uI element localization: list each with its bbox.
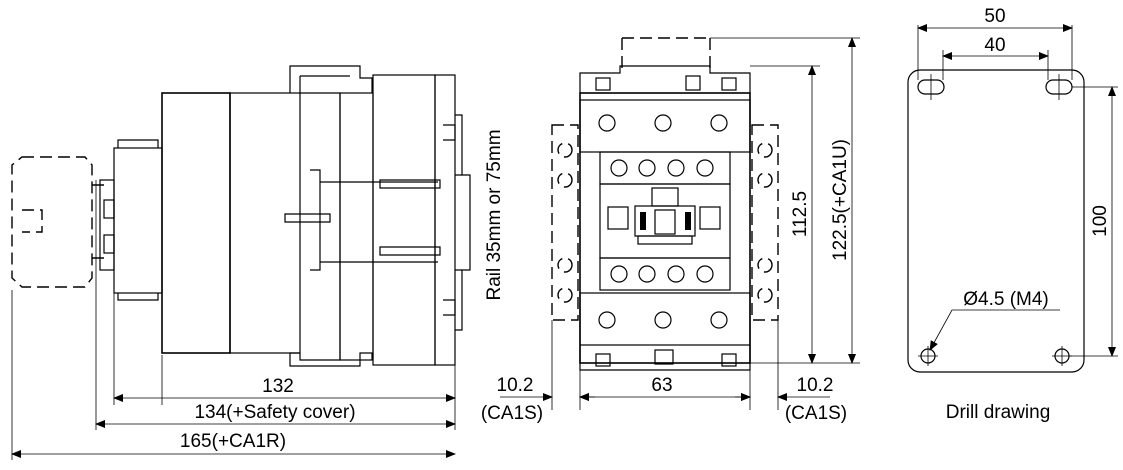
front-view: 10.2 (CA1S) 63 10.2 (CA1S) 112.5 122.5(+… [481,37,860,424]
dim-132-label: 132 [262,376,294,397]
dim-10-2-right-label: 10.2 [797,375,834,396]
ca1s-left-label: (CA1S) [481,403,543,424]
ca1s-right-label: (CA1S) [785,403,847,424]
ca1s-right-outline [751,124,779,321]
dim-63-label: 63 [651,375,672,396]
drill-drawing: 50 40 100 Ø4.5 (M4) Drill drawing [907,6,1118,423]
dim-112-5-label: 112.5 [790,191,811,237]
dim-134-label: 134(+Safety cover) [194,402,355,423]
hole-diameter-label: Ø4.5 (M4) [963,289,1049,310]
dim-165-label: 165(+CA1R) [180,431,286,452]
contactor-body-side [161,65,471,367]
drill-drawing-caption: Drill drawing [946,402,1051,423]
hole-leader [929,309,1060,351]
ca1r-accessory-outline [11,156,104,288]
dim-10-2-left-label: 10.2 [497,375,534,396]
side-view: 132 134(+Safety cover) 165(+CA1R) Rail 3… [11,65,505,460]
dim-40-label: 40 [984,35,1005,56]
rail-label: Rail 35mm or 75mm [484,129,505,300]
dim-122-5-label: 122.5(+CA1U) [830,139,851,261]
dim-100-label: 100 [1090,205,1111,237]
drill-plate-outline [907,69,1085,373]
ca1s-left-outline [551,124,579,321]
safety-cover [99,139,163,301]
front-body-outline [579,92,751,364]
dim-50-label: 50 [984,6,1005,27]
